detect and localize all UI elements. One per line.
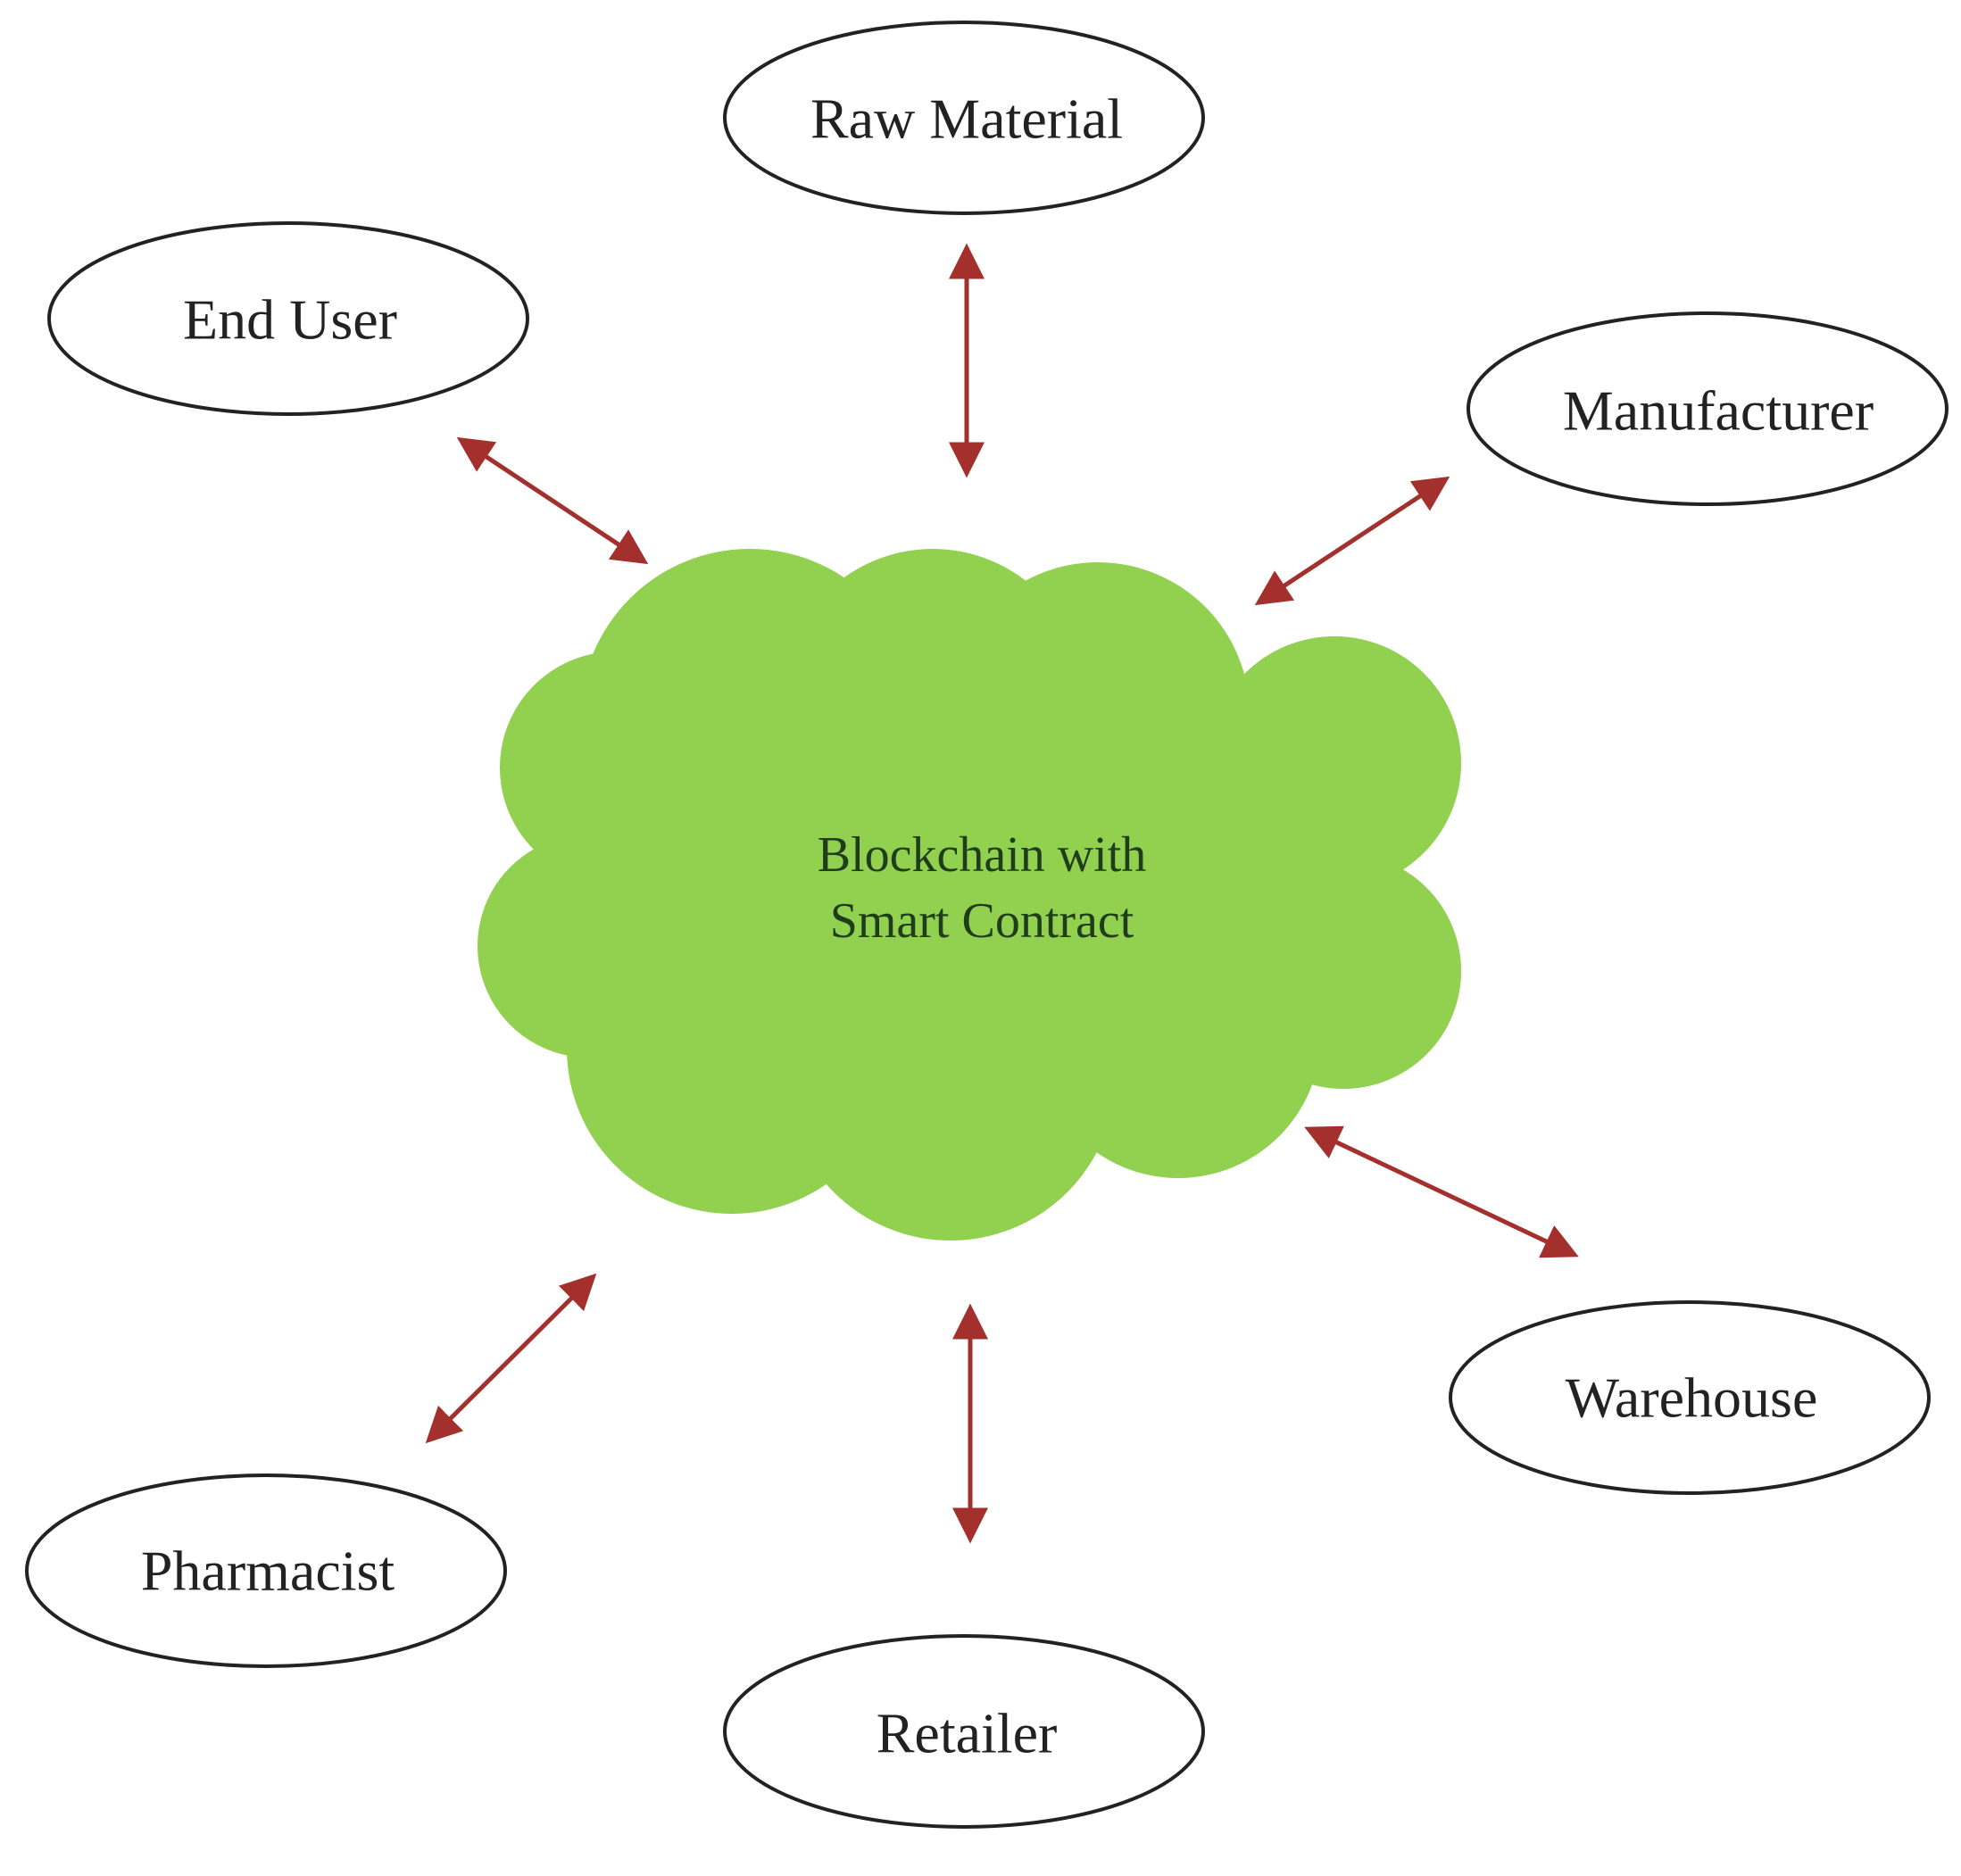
node-manufacturer: Manufacturer: [1467, 311, 1949, 506]
node-ellipse: [47, 221, 529, 416]
cloud-label-line1: Blockchain with: [818, 827, 1147, 883]
arrow-manufacturer: [1254, 476, 1450, 606]
node-ellipse: [1467, 311, 1949, 506]
blockchain-cloud: [478, 549, 1461, 1241]
node-ellipse: [723, 21, 1205, 215]
cloud-lobe: [478, 834, 701, 1058]
node-label: Warehouse: [1566, 1366, 1818, 1430]
node-label: End User: [183, 288, 397, 352]
node-pharmacist: Pharmacist: [25, 1473, 507, 1668]
node-raw-material: Raw Material: [723, 21, 1205, 215]
arrow-end-user: [456, 436, 649, 565]
node-label: Pharmacist: [141, 1540, 395, 1603]
connectors: [425, 243, 1579, 1544]
node-label: Retailer: [877, 1702, 1058, 1765]
node-end-user: End User: [47, 221, 529, 416]
node-ellipse: [1449, 1300, 1931, 1495]
node-warehouse: Warehouse: [1449, 1300, 1931, 1495]
cloud-label-line2: Smart Contract: [830, 893, 1134, 949]
arrow-warehouse: [1304, 1125, 1579, 1258]
node-ellipse: [25, 1473, 507, 1668]
arrow-pharmacist: [425, 1273, 597, 1444]
cloud-lobe: [647, 678, 1004, 1035]
node-ellipse: [723, 1634, 1205, 1829]
node-label: Manufacturer: [1563, 379, 1874, 443]
node-label: Raw Material: [810, 87, 1123, 151]
node-retailer: Retailer: [723, 1634, 1205, 1829]
cloud-lobe: [924, 705, 1281, 1062]
